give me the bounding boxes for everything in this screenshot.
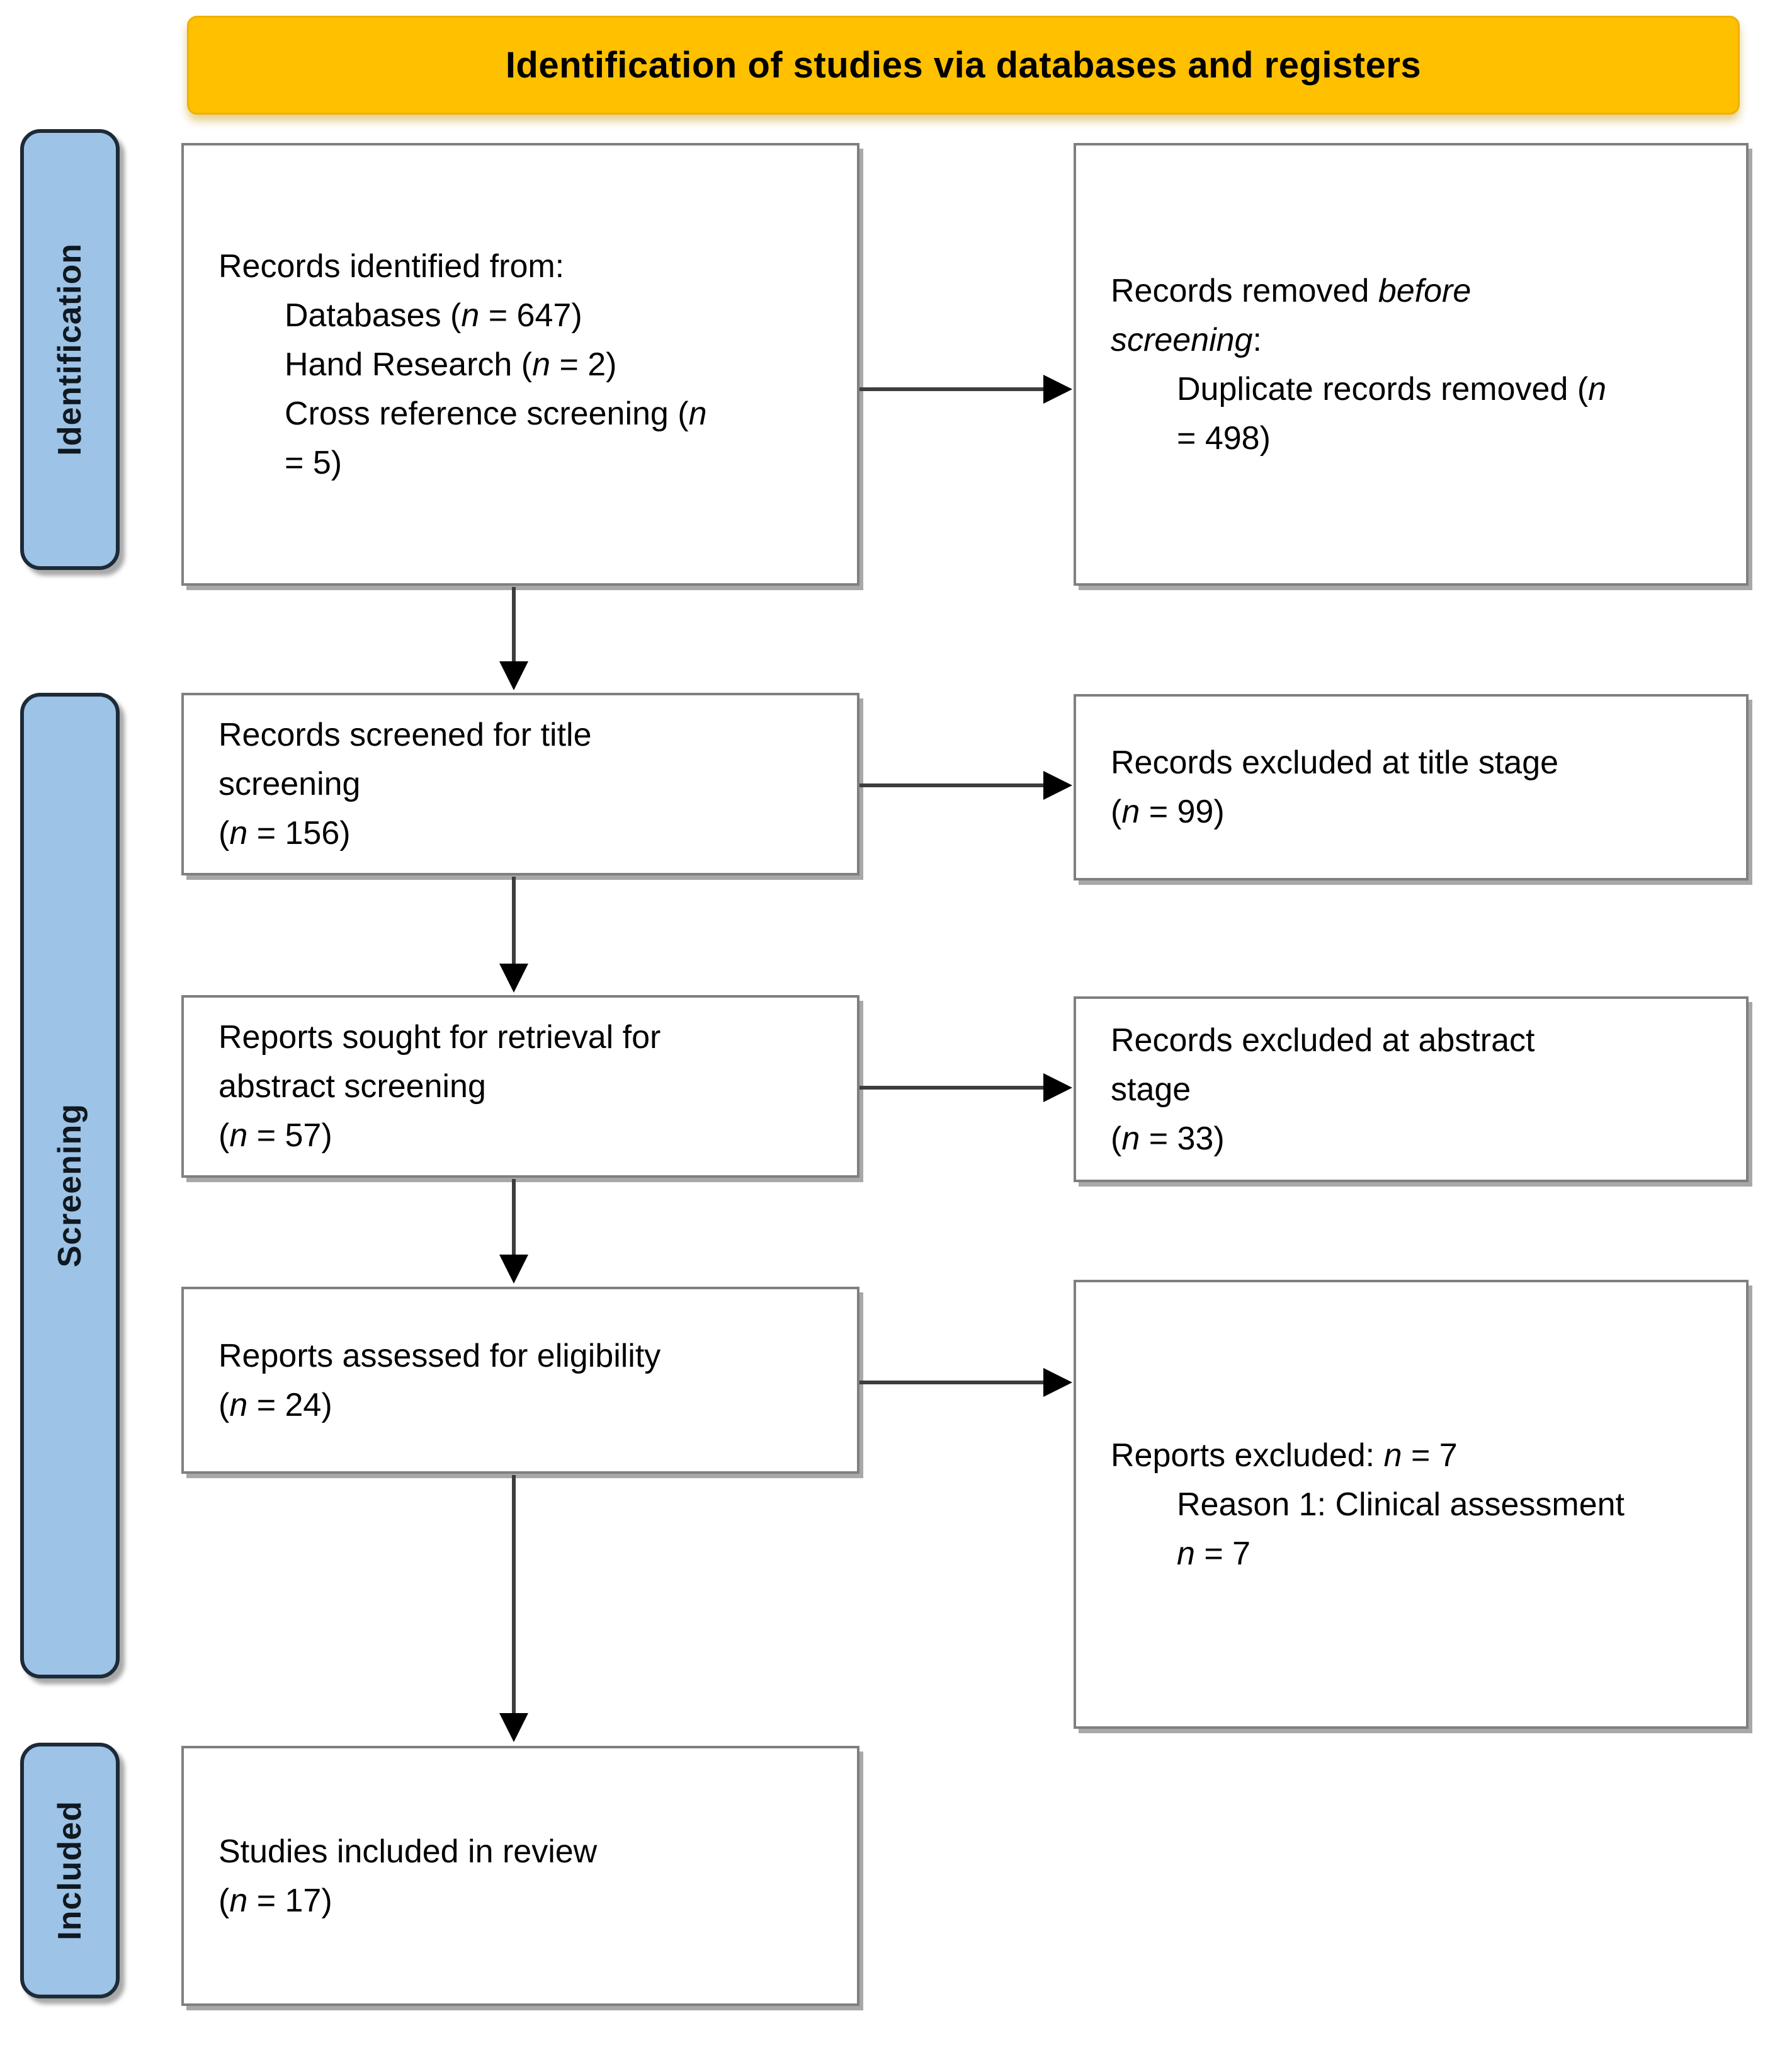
box-text-line: Records removed before <box>1111 272 1472 309</box>
arrow-line <box>512 1475 516 1714</box>
down-arrowhead-icon <box>499 1255 528 1284</box>
box-text-line: Records excluded at title stage <box>1111 744 1559 781</box>
arrow-line <box>859 1381 1046 1384</box>
box-text-line: Records screened for title <box>218 717 592 753</box>
box-text-line: Reason 1: Clinical assessment <box>1177 1486 1625 1523</box>
box-records-identified: Records identified from: Databases (n = 6… <box>181 143 859 586</box>
stage-screening: Screening <box>20 693 120 1678</box>
box-text-line: = 498) <box>1177 419 1271 457</box>
box-text-line: (n = 57) <box>218 1117 332 1154</box>
box-text-line: Databases (n = 647) <box>285 297 582 334</box>
box-reports-excluded-reasons: Reports excluded: n = 7 Reason 1: Clinica… <box>1074 1280 1749 1729</box>
stage-included: Included <box>20 1743 120 1998</box>
stage-identification: Identification <box>20 129 120 570</box>
right-arrowhead-icon <box>1043 375 1072 404</box>
box-reports-assessed-eligibility: Reports assessed for eligibility (n = 24) <box>181 1287 859 1474</box>
stage-label: Screening <box>52 1103 88 1268</box>
down-arrowhead-icon <box>499 1713 528 1742</box>
arrow-line <box>859 783 1046 787</box>
right-arrowhead-icon <box>1043 1073 1072 1102</box>
box-text-line: (n = 156) <box>218 815 351 852</box>
box-text-line: Duplicate records removed (n <box>1177 370 1607 407</box>
banner-title: Identification of studies via databases … <box>505 45 1422 86</box>
box-records-screened-title: Records screened for title screening (n = … <box>181 693 859 875</box>
box-text-line: Cross reference screening (n <box>285 395 707 432</box>
arrow-line <box>512 1179 516 1256</box>
box-text-line: abstract screening <box>218 1068 486 1105</box>
box-reports-sought-retrieval: Reports sought for retrieval for abstract… <box>181 995 859 1178</box>
box-studies-included-review: Studies included in review (n = 17) <box>181 1746 859 2006</box>
box-text-line: Studies included in review <box>218 1833 598 1870</box>
box-text-line: (n = 24) <box>218 1386 332 1423</box>
box-records-excluded-abstract-stage: Records excluded at abstract stage (n = 33… <box>1074 996 1749 1182</box>
box-text-line: Hand Research (n = 2) <box>285 346 617 383</box>
box-text-line: screening: <box>1111 321 1262 358</box>
down-arrowhead-icon <box>499 661 528 690</box>
box-text-line: stage <box>1111 1071 1191 1108</box>
box-records-excluded-title-stage: Records excluded at title stage (n = 99) <box>1074 694 1749 880</box>
box-text-line: Records identified from: <box>218 248 565 285</box>
down-arrowhead-icon <box>499 964 528 993</box>
stage-label: Included <box>52 1801 88 1940</box>
box-text-line: (n = 33) <box>1111 1120 1225 1157</box>
box-text-line: (n = 99) <box>1111 794 1225 830</box>
arrow-line <box>512 877 516 965</box>
box-text-line: Reports sought for retrieval for <box>218 1019 661 1056</box>
box-text-line: Records excluded at abstract <box>1111 1022 1535 1059</box>
arrow-line <box>859 1086 1046 1090</box>
box-text-line: Reports excluded: n = 7 <box>1111 1437 1458 1474</box>
arrow-line <box>859 387 1046 391</box>
box-text-line: = 5) <box>285 444 343 481</box>
arrow-line <box>512 587 516 663</box>
box-records-removed-before-screening: Records removed before screening: Duplicat… <box>1074 143 1749 586</box>
stage-label: Identification <box>52 243 88 456</box>
box-text-line: Reports assessed for eligibility <box>218 1337 661 1374</box>
banner: Identification of studies via databases … <box>187 16 1740 115</box>
right-arrowhead-icon <box>1043 771 1072 800</box>
box-text-line: (n = 17) <box>218 1882 332 1919</box>
box-text-line: n = 7 <box>1177 1535 1251 1572</box>
right-arrowhead-icon <box>1043 1368 1072 1397</box>
box-text-line: screening <box>218 766 361 802</box>
